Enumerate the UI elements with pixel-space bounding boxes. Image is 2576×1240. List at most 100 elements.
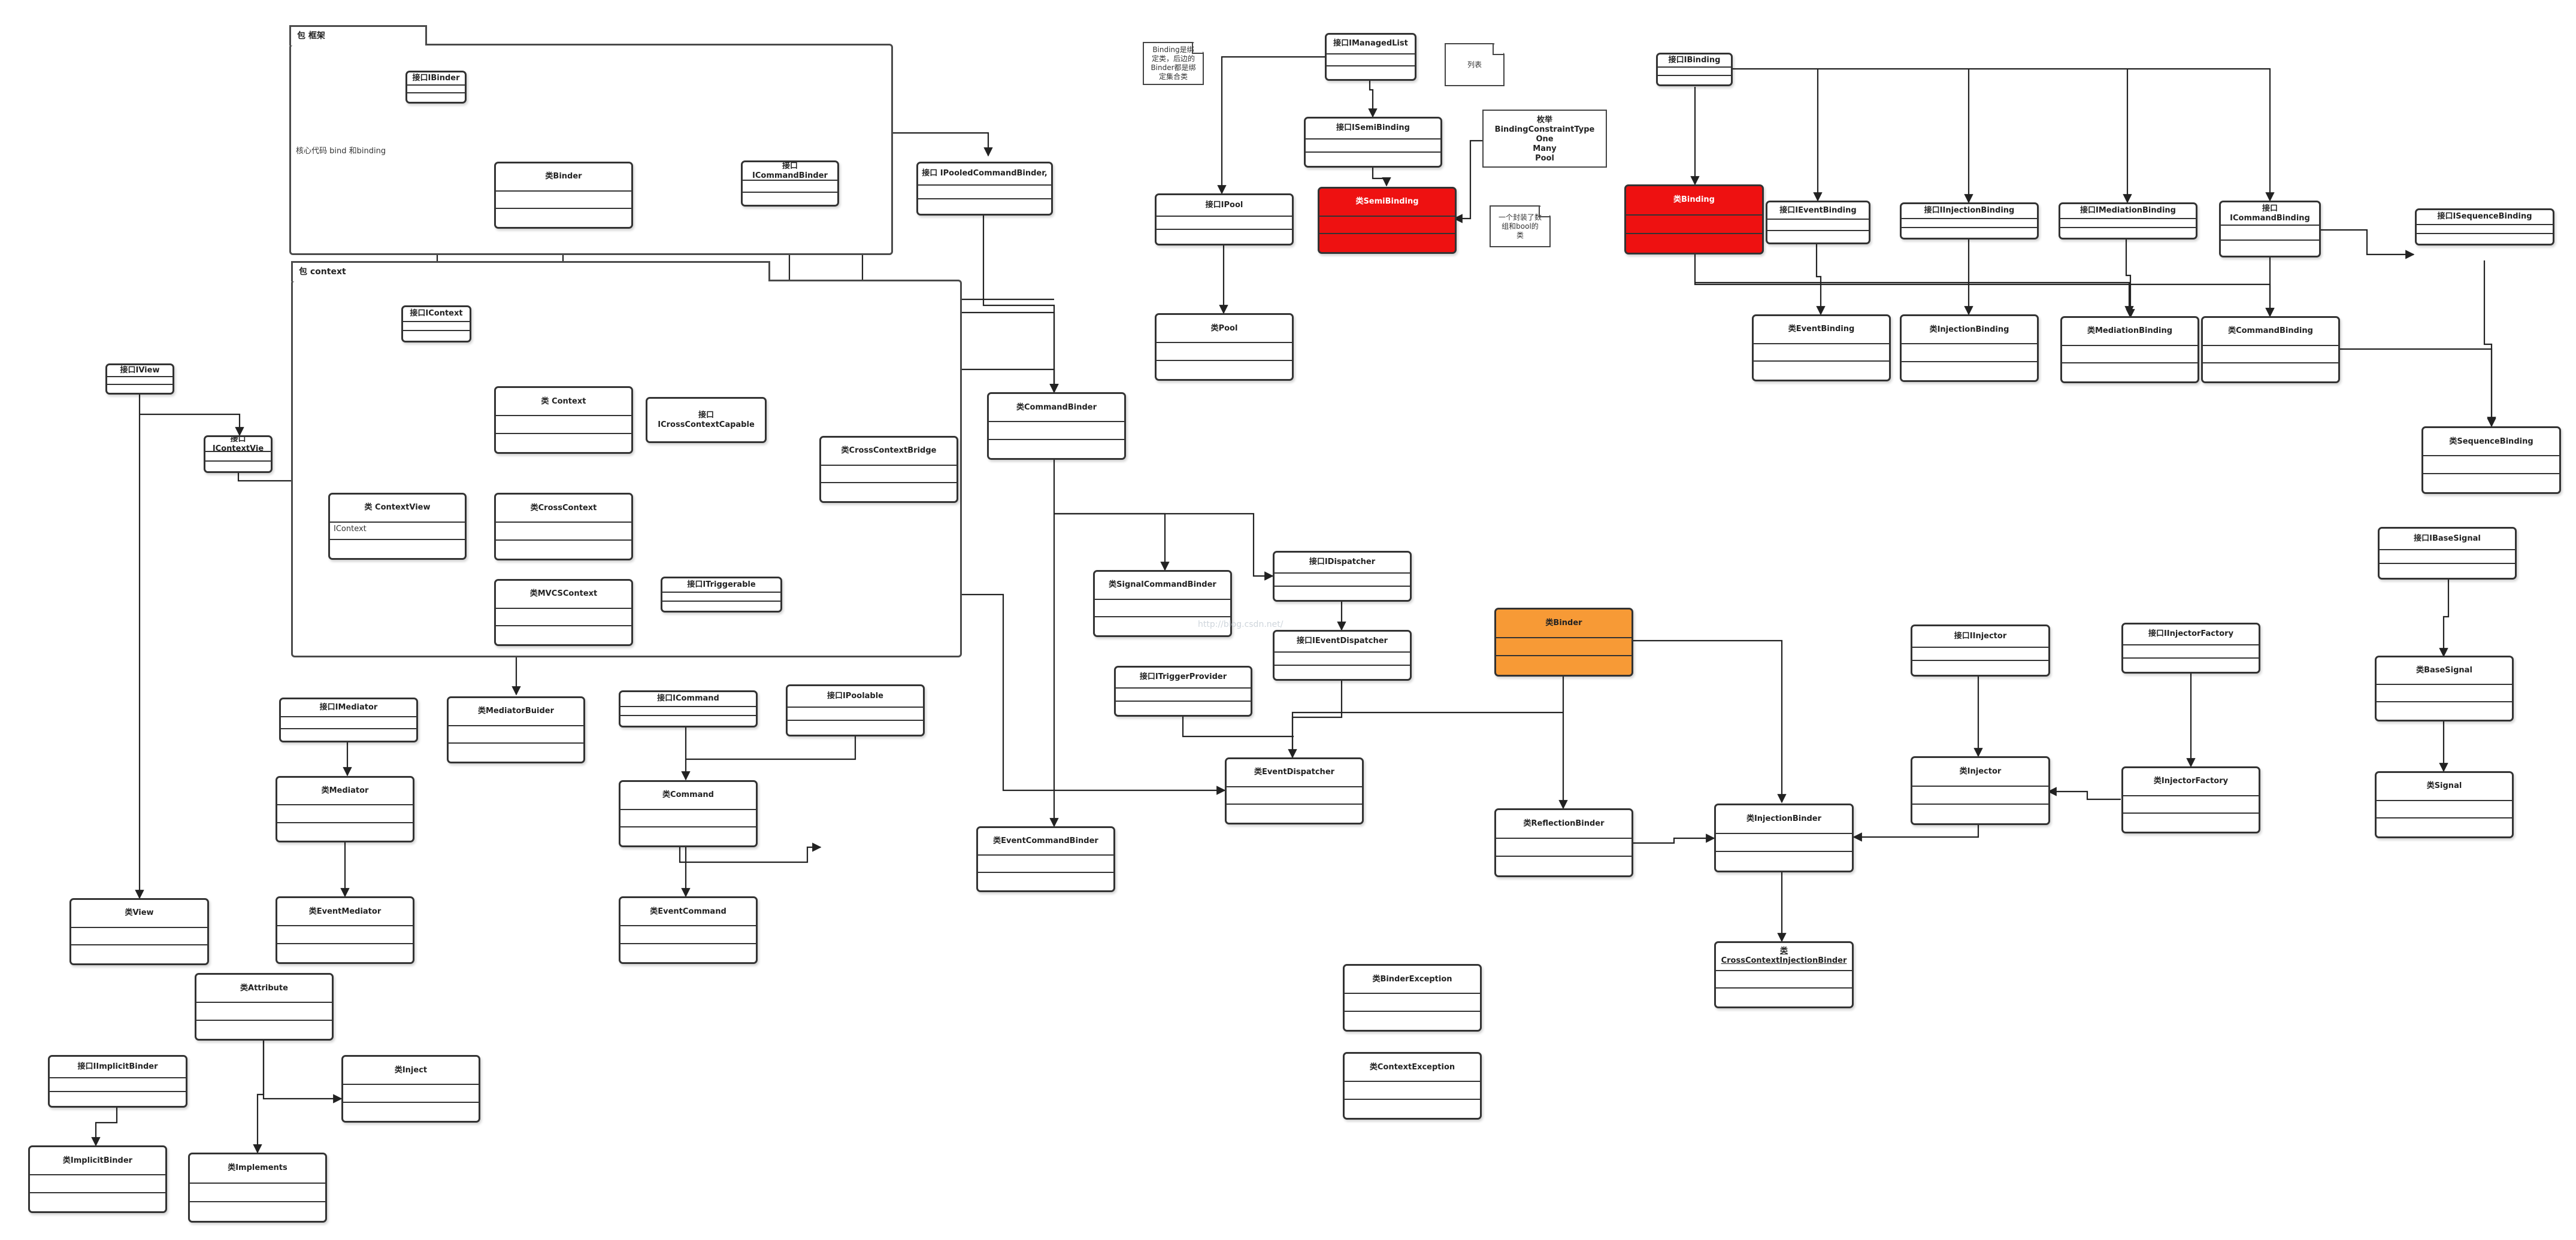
class-attributes: [407, 86, 465, 94]
class-box-ipool[interactable]: 接口IPool: [1155, 193, 1294, 245]
class-box-eventbinding[interactable]: 类EventBinding: [1752, 314, 1891, 381]
class-box-isequencebinding[interactable]: 接口ISequenceBinding: [2415, 208, 2554, 245]
class-box-commandbinding[interactable]: 类CommandBinding: [2201, 316, 2340, 383]
class-box-implicitbinder[interactable]: 类ImplicitBinder: [28, 1145, 167, 1213]
class-box-injectionbinding[interactable]: 类InjectionBinding: [1900, 314, 2039, 382]
class-box-injectorfactory[interactable]: 类InjectorFactory: [2121, 766, 2260, 833]
class-box-iinjectorfactory[interactable]: 接口IInjectorFactory: [2121, 623, 2260, 674]
class-attributes: [403, 322, 470, 332]
class-box-eventdispatcher[interactable]: 类EventDispatcher: [1225, 757, 1364, 824]
class-box-sequencebinding[interactable]: 类SequenceBinding: [2421, 426, 2561, 494]
class-box-injectionbinder[interactable]: 类InjectionBinder: [1714, 804, 1854, 872]
class-box-binding[interactable]: 类Binding: [1624, 184, 1764, 254]
class-operations: [1116, 702, 1251, 715]
class-attributes: [2060, 219, 2196, 229]
class-box-mediatorbuider[interactable]: 类MediatorBuider: [447, 696, 585, 763]
connector: [1632, 833, 1715, 844]
class-box-imediationbinding[interactable]: 接口IMediationBinding: [2059, 202, 2197, 239]
class-box-inject[interactable]: 类Inject: [341, 1055, 480, 1123]
class-box-ipooledcommandbinder[interactable]: 接口 IPooledCommandBinder,: [916, 162, 1053, 216]
class-box-reflectionbinder[interactable]: 类ReflectionBinder: [1494, 808, 1633, 877]
class-attributes: [1157, 343, 1292, 362]
class-operations: [1912, 661, 2048, 675]
connector: [679, 842, 822, 863]
class-attributes: [2221, 226, 2319, 241]
class-box-iview[interactable]: 接口IView: [105, 363, 174, 395]
enum-binding-constraint-type: 枚举 BindingConstraintType One Many Pool: [1482, 110, 1607, 168]
class-box-crosscontext[interactable]: 类CrossContext: [494, 493, 633, 560]
class-operations: [2380, 564, 2515, 578]
class-name: 类SequenceBinding: [2423, 428, 2559, 457]
class-box-itriggerable[interactable]: 接口ITriggerable: [661, 577, 782, 613]
class-box-binderexception[interactable]: 类BinderException: [1343, 964, 1482, 1032]
connector: [2339, 348, 2496, 428]
class-box-icontextview[interactable]: 接口 IContextVie: [204, 435, 273, 473]
class-box-command[interactable]: 类Command: [619, 780, 758, 847]
class-box-mediationbinding[interactable]: 类MediationBinding: [2060, 316, 2199, 383]
connector: [2319, 229, 2415, 259]
class-operations: [1327, 66, 1415, 79]
class-box-eventmediator[interactable]: 类EventMediator: [276, 896, 414, 964]
class-name: 类ContextException: [1345, 1054, 1480, 1083]
class-box-eventcommandbinder[interactable]: 类EventCommandBinder: [976, 826, 1115, 892]
class-box-eventcommand[interactable]: 类EventCommand: [619, 896, 758, 964]
class-box-crosscontextinjectionbinder[interactable]: 类 CrossContextInjectionBinder: [1714, 941, 1854, 1008]
connector: [1217, 56, 1327, 195]
class-box-icommandbinding[interactable]: 接口 ICommandBinding: [2219, 201, 2321, 257]
class-box-injector[interactable]: 类Injector: [1911, 756, 2050, 825]
class-attributes: [1626, 216, 1762, 234]
class-operations: [196, 1021, 332, 1039]
class-box-iimplicitbinder[interactable]: 接口IImplicitBinder: [48, 1055, 187, 1108]
class-box-itriggerprovider[interactable]: 接口ITriggerProvider: [1114, 666, 1252, 717]
class-operations: [1496, 656, 1631, 675]
connector: [262, 1039, 343, 1103]
class-box-ieventdispatcher[interactable]: 接口IEventDispatcher: [1273, 630, 1412, 681]
class-attributes: [1116, 689, 1251, 702]
class-attributes: [2380, 550, 2515, 565]
class-box-contextexception[interactable]: 类ContextException: [1343, 1052, 1482, 1120]
class-box-imediator[interactable]: 接口IMediator: [279, 698, 418, 742]
class-box-icrosscontextcapable[interactable]: 接口 ICrossContextCapable: [646, 397, 767, 443]
class-box-context[interactable]: 类 Context: [494, 386, 633, 454]
class-box-crosscontextbridge[interactable]: 类CrossContextBridge: [819, 436, 958, 503]
class-box-ibasesignal[interactable]: 接口IBaseSignal: [2378, 527, 2517, 580]
class-box-isemibinding[interactable]: 接口ISemiBinding: [1304, 117, 1442, 168]
class-box-semibinding[interactable]: 类SemiBinding: [1318, 187, 1457, 254]
class-name: 接口IInjectionBinding: [1902, 204, 2037, 219]
enum-line: One: [1536, 135, 1554, 144]
class-attributes: [1754, 344, 1889, 362]
class-box-signal[interactable]: 类Signal: [2375, 771, 2514, 838]
class-box-mediator[interactable]: 类Mediator: [276, 776, 414, 842]
class-box-view[interactable]: 类View: [69, 898, 209, 965]
class-box-imanagedlist[interactable]: 接口IManagedList: [1325, 33, 1416, 81]
class-box-pool[interactable]: 类Pool: [1155, 313, 1294, 381]
class-box-icommandbinder[interactable]: 接口 ICommandBinder: [741, 160, 839, 207]
class-box-binder-highlighted[interactable]: 类Binder: [1494, 608, 1633, 677]
class-box-implements[interactable]: 类Implements: [188, 1153, 327, 1223]
class-box-icommand[interactable]: 接口ICommand: [619, 690, 758, 727]
class-operations: [30, 1193, 165, 1211]
class-box-mvcscontext[interactable]: 类MVCSContext: [494, 579, 633, 646]
class-operations: [2123, 659, 2259, 672]
class-box-ieventbinding[interactable]: 接口IEventBinding: [1766, 201, 1870, 244]
class-box-iinjectionbinding[interactable]: 接口IInjectionBinding: [1900, 202, 2039, 239]
class-box-ipoolable[interactable]: 接口IPoolable: [786, 684, 925, 736]
class-box-ibinder[interactable]: 接口IBinder: [405, 71, 467, 104]
class-box-commandbinder[interactable]: 类CommandBinder: [987, 392, 1126, 460]
class-attributes: [743, 181, 837, 193]
class-operations: [620, 827, 756, 845]
class-box-ibinding[interactable]: 接口IBinding: [1656, 53, 1733, 86]
class-box-binder[interactable]: 类Binder: [494, 162, 633, 229]
class-box-icontext[interactable]: 接口IContext: [401, 305, 471, 342]
class-operations: [978, 873, 1113, 890]
class-box-attribute[interactable]: 类Attribute: [195, 973, 334, 1041]
class-box-iinjector[interactable]: 接口IInjector: [1911, 624, 2050, 677]
connector: [982, 216, 1059, 393]
class-box-basesignal[interactable]: 类BaseSignal: [2375, 656, 2514, 721]
class-operations: [1754, 362, 1889, 380]
class-attributes: [1275, 653, 1410, 666]
class-name: 类Binder: [496, 163, 631, 192]
class-box-idispatcher[interactable]: 接口IDispatcher: [1273, 551, 1412, 602]
class-box-signalcommandbinder[interactable]: 类SignalCommandBinder: [1093, 570, 1232, 637]
